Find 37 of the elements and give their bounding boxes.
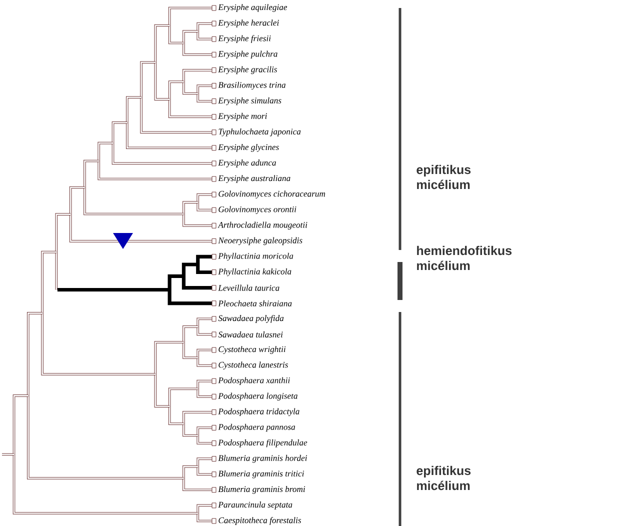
species-name: Erysiphe australiana bbox=[218, 175, 290, 183]
species-name: Typhulochaeta japonica bbox=[218, 128, 301, 136]
species-name: Leveillula taurica bbox=[218, 284, 280, 291]
species-name: Erysiphe aquilegiae bbox=[218, 4, 288, 12]
species-name: Caespitotheca forestalis bbox=[218, 517, 301, 525]
species-name: Parauncinula septata bbox=[218, 502, 292, 510]
species-name: Erysiphe mori bbox=[218, 112, 267, 121]
species-name: Erysiphe glycines bbox=[218, 144, 279, 152]
species-name: Golovinomyces cichoracearum bbox=[218, 190, 326, 198]
species-name: Podosphaera longiseta bbox=[218, 392, 298, 401]
species-name: Cystotheca wrightii bbox=[218, 346, 286, 354]
species-name: Podosphaera pannosa bbox=[218, 424, 296, 432]
clade-label: hemiendofitikus micélium bbox=[417, 246, 512, 270]
species-name: Podosphaera tridactyla bbox=[218, 408, 300, 416]
species-name: Erysiphe gracilis bbox=[218, 66, 277, 74]
species-name: Erysiphe pulchra bbox=[218, 50, 278, 59]
species-name: Erysiphe heraclei bbox=[218, 20, 279, 28]
species-name: Brasiliomyces trina bbox=[218, 82, 286, 90]
species-name: Blumeria graminis hordei bbox=[218, 454, 307, 463]
species-name: Sawadaea tulasnei bbox=[218, 331, 283, 338]
species-name: Sawadaea polyfida bbox=[218, 314, 284, 323]
species-name: Golovinomyces orontii bbox=[218, 206, 296, 214]
species-name: Erysiphe adunca bbox=[218, 160, 276, 168]
species-name: Blumeria graminis tritici bbox=[218, 470, 304, 478]
species-name: Podosphaera filipendulae bbox=[218, 439, 308, 448]
clade-label: epifitikus micélium bbox=[416, 164, 471, 190]
species-name: Pleochaeta shiraiana bbox=[218, 300, 292, 306]
species-name: Erysiphe friesii bbox=[218, 35, 271, 44]
species-name: Phyllactinia kakicola bbox=[218, 268, 292, 276]
species-name: Phyllactinia moricola bbox=[218, 252, 294, 261]
species-name: Blumeria graminis bromi bbox=[218, 486, 306, 494]
species-name: Arthrocladiella mougeotii bbox=[218, 222, 308, 230]
species-name: Cystotheca lanestris bbox=[218, 362, 288, 370]
species-name: Neoerysiphe galeopsidis bbox=[218, 237, 302, 246]
clade-label: epifitikus micélium bbox=[416, 466, 471, 490]
species-name: Podosphaera xanthii bbox=[218, 377, 290, 385]
species-name: Erysiphe simulans bbox=[218, 97, 282, 106]
